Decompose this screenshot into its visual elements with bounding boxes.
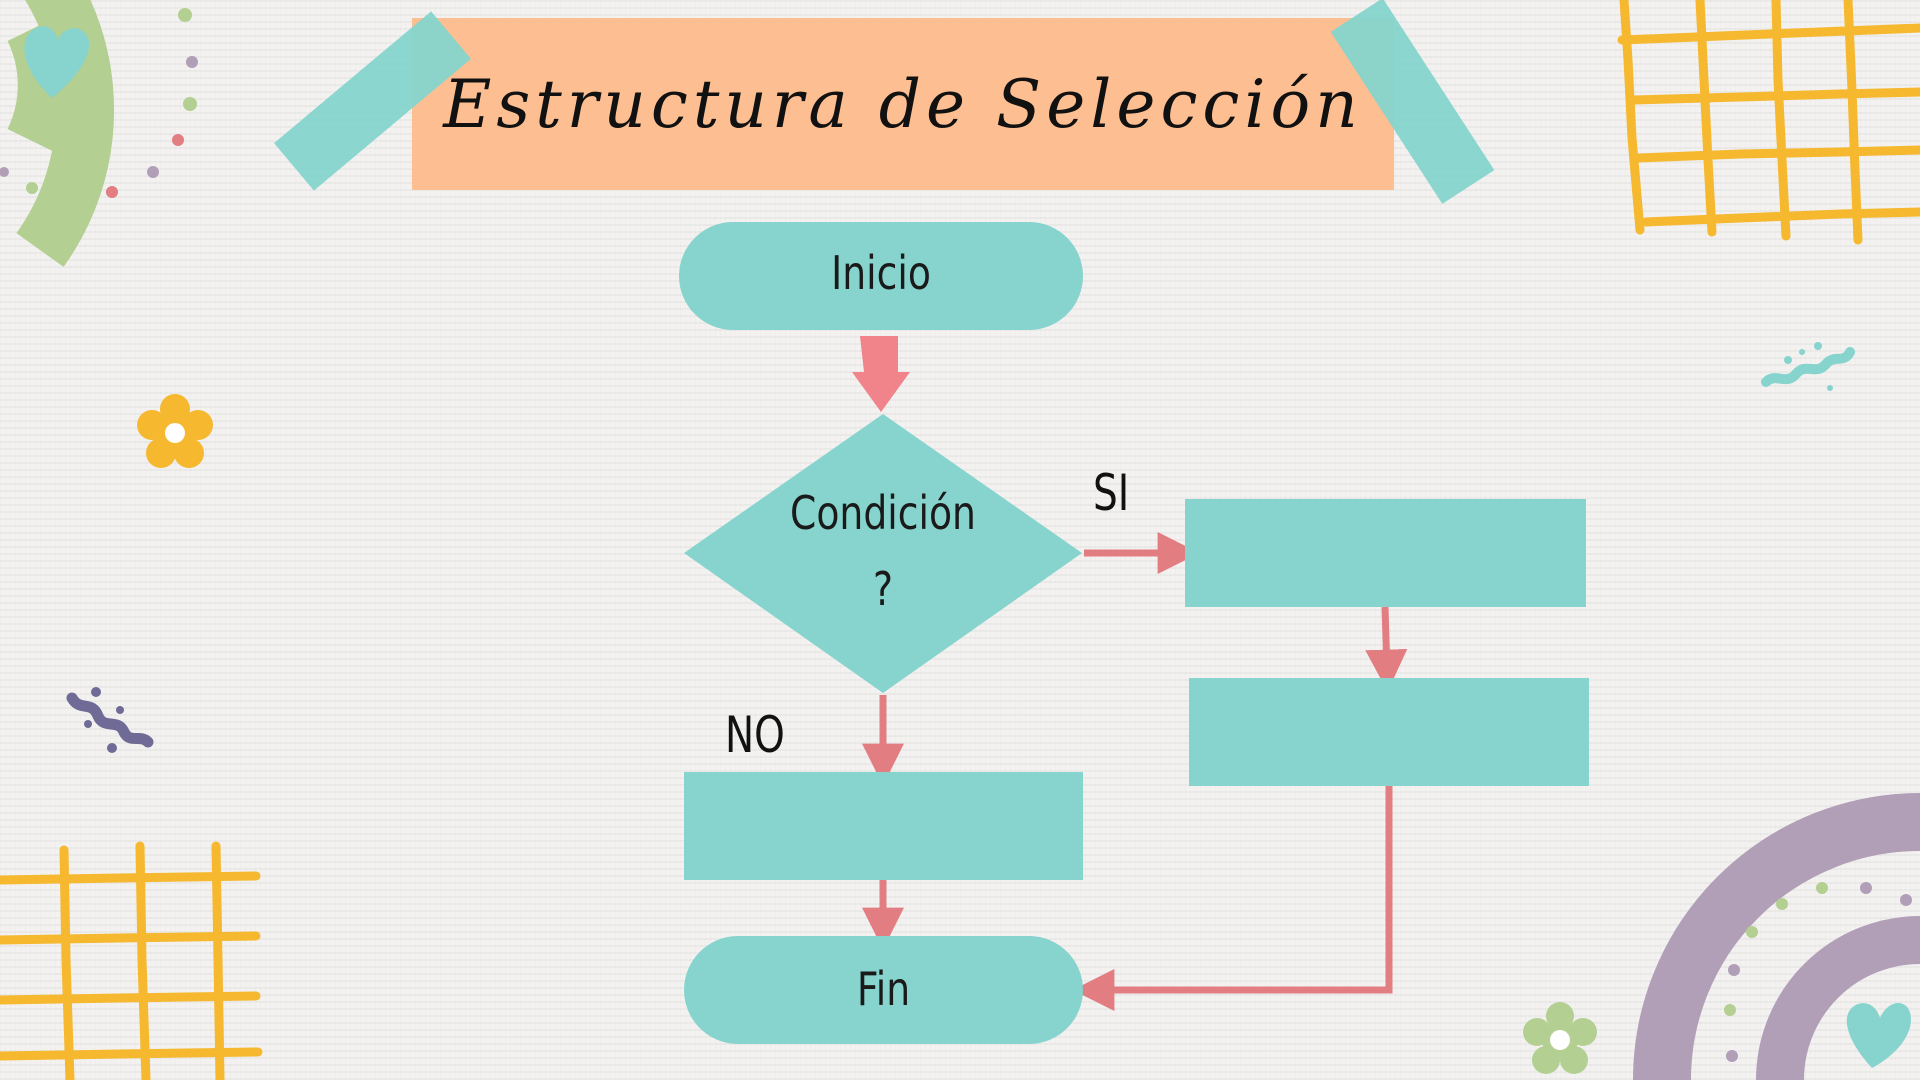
start-label: Inicio [831, 246, 931, 300]
grid-top-right [1617, 0, 1920, 245]
squiggle-icon [66, 692, 154, 748]
no-action-box [684, 772, 1083, 880]
grid-bottom-left [0, 841, 263, 1080]
yes-action-box-2 [1189, 678, 1589, 786]
title-banner: Estructura de Selección [412, 18, 1394, 190]
rainbow-bottom-right [1633, 793, 1920, 1080]
flower-icon [137, 394, 213, 468]
condition-question-mark: ? [872, 562, 894, 616]
start-node [679, 222, 1083, 330]
heart-icon [24, 26, 90, 98]
squiggle-icon [1761, 347, 1855, 387]
yes-return-arrow [1072, 786, 1393, 1011]
heart-icon [1846, 1003, 1911, 1068]
start-to-condition-arrow [852, 336, 910, 412]
yes-action-box-1 [1185, 499, 1586, 607]
page-title: Estructura de Selección [443, 65, 1363, 143]
end-label: Fin [856, 962, 911, 1016]
flower-icon [1523, 1002, 1597, 1074]
condition-node [684, 414, 1082, 693]
yes-action-arrow [1365, 606, 1408, 692]
yes-branch-label: SI [1093, 464, 1130, 522]
condition-label: Condición [790, 486, 976, 540]
end-node [684, 936, 1083, 1044]
no-branch-label: NO [725, 706, 785, 764]
